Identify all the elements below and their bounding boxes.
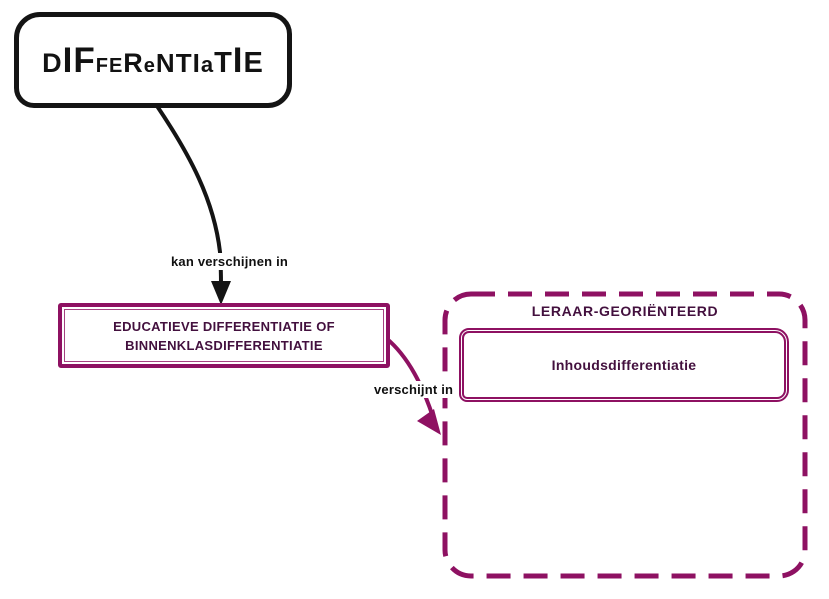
root-node-label: DIFFEReNTIaTIE bbox=[42, 40, 264, 80]
node-inhoudsdifferentiatie[interactable]: Inhoudsdifferentiatie bbox=[459, 328, 789, 402]
inner-node-label: Inhoudsdifferentiatie bbox=[551, 357, 697, 373]
black-connector-arrowhead bbox=[211, 281, 231, 305]
group-leraar-georienteerd[interactable]: LERAAR-GEORIËNTEERD bbox=[443, 292, 807, 578]
group-dashed-border bbox=[442, 291, 808, 579]
black-connector-line bbox=[155, 104, 223, 288]
edu-node-label-line1: EDUCATIEVE DIFFERENTIATIE OF bbox=[113, 318, 335, 334]
link-label-kan-verschijnen-in[interactable]: kan verschijnen in bbox=[168, 253, 292, 270]
node-educatieve-differentiatie[interactable]: EDUCATIEVE DIFFERENTIATIE OF BINNENKLASD… bbox=[58, 303, 390, 368]
edu-node-label: EDUCATIEVE DIFFERENTIATIE OF BINNENKLASD… bbox=[113, 317, 335, 355]
magenta-connector-arrowhead bbox=[417, 409, 441, 435]
link-label-verschijnt-in[interactable]: verschijnt in bbox=[371, 381, 457, 398]
magenta-connector-line bbox=[384, 336, 435, 419]
group-title: LERAAR-GEORIËNTEERD bbox=[525, 303, 725, 319]
edu-node-label-line2: BINNENKLASDIFFERENTIATIE bbox=[125, 337, 323, 353]
node-differentiatie[interactable]: DIFFEReNTIaTIE bbox=[14, 12, 292, 108]
